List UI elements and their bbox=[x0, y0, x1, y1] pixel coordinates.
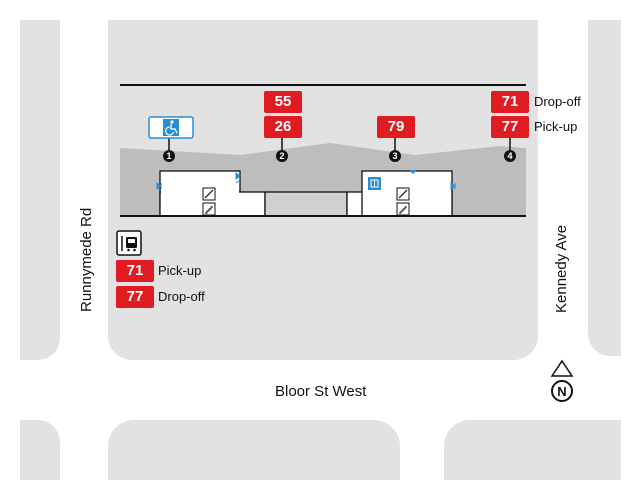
turnstile-icon bbox=[235, 172, 241, 184]
block-southeast bbox=[444, 420, 621, 480]
escalator-icon bbox=[396, 187, 410, 201]
route-badge[interactable]: 71 bbox=[116, 260, 154, 282]
street-label-kennedy: Kennedy Ave bbox=[553, 224, 570, 313]
block-northeast bbox=[588, 20, 621, 356]
block-south-center bbox=[108, 420, 400, 480]
route-badge[interactable]: 77 bbox=[116, 286, 154, 308]
stairs-icon bbox=[202, 202, 216, 216]
entrance-marker-3: 3 bbox=[389, 150, 401, 162]
block-northwest bbox=[20, 20, 60, 360]
route-label: Drop-off bbox=[158, 289, 205, 304]
street-label-bloor: Bloor St West bbox=[275, 383, 367, 400]
elevator-icon bbox=[368, 177, 381, 190]
north-arrow-icon: N bbox=[550, 359, 574, 402]
bus-stop-icon bbox=[116, 230, 142, 256]
block-south-main bbox=[108, 180, 538, 360]
route-badge[interactable]: 77 bbox=[491, 116, 529, 138]
entrance-marker-2: 2 bbox=[276, 150, 288, 162]
north-label: N bbox=[557, 384, 566, 399]
route-badge[interactable]: 55 bbox=[264, 91, 302, 113]
turnstile-icon bbox=[409, 170, 417, 174]
accessible-icon bbox=[148, 116, 194, 139]
route-label: Pick-up bbox=[158, 263, 202, 278]
route-badge[interactable]: 79 bbox=[377, 116, 415, 138]
route-label: Drop-off bbox=[534, 94, 581, 109]
entrance-marker-1: 1 bbox=[163, 150, 175, 162]
street-label-runnymede: Runnymede Rd bbox=[78, 207, 95, 312]
route-label: Pick-up bbox=[534, 119, 578, 134]
escalator-icon bbox=[202, 187, 216, 201]
stairs-icon bbox=[396, 202, 410, 216]
route-badge[interactable]: 71 bbox=[491, 91, 529, 113]
block-southwest bbox=[20, 420, 60, 480]
turnstile-icon bbox=[450, 182, 456, 190]
entrance-marker-4: 4 bbox=[504, 150, 516, 162]
turnstile-icon bbox=[156, 182, 162, 190]
station-link bbox=[264, 191, 348, 217]
route-badge[interactable]: 26 bbox=[264, 116, 302, 138]
